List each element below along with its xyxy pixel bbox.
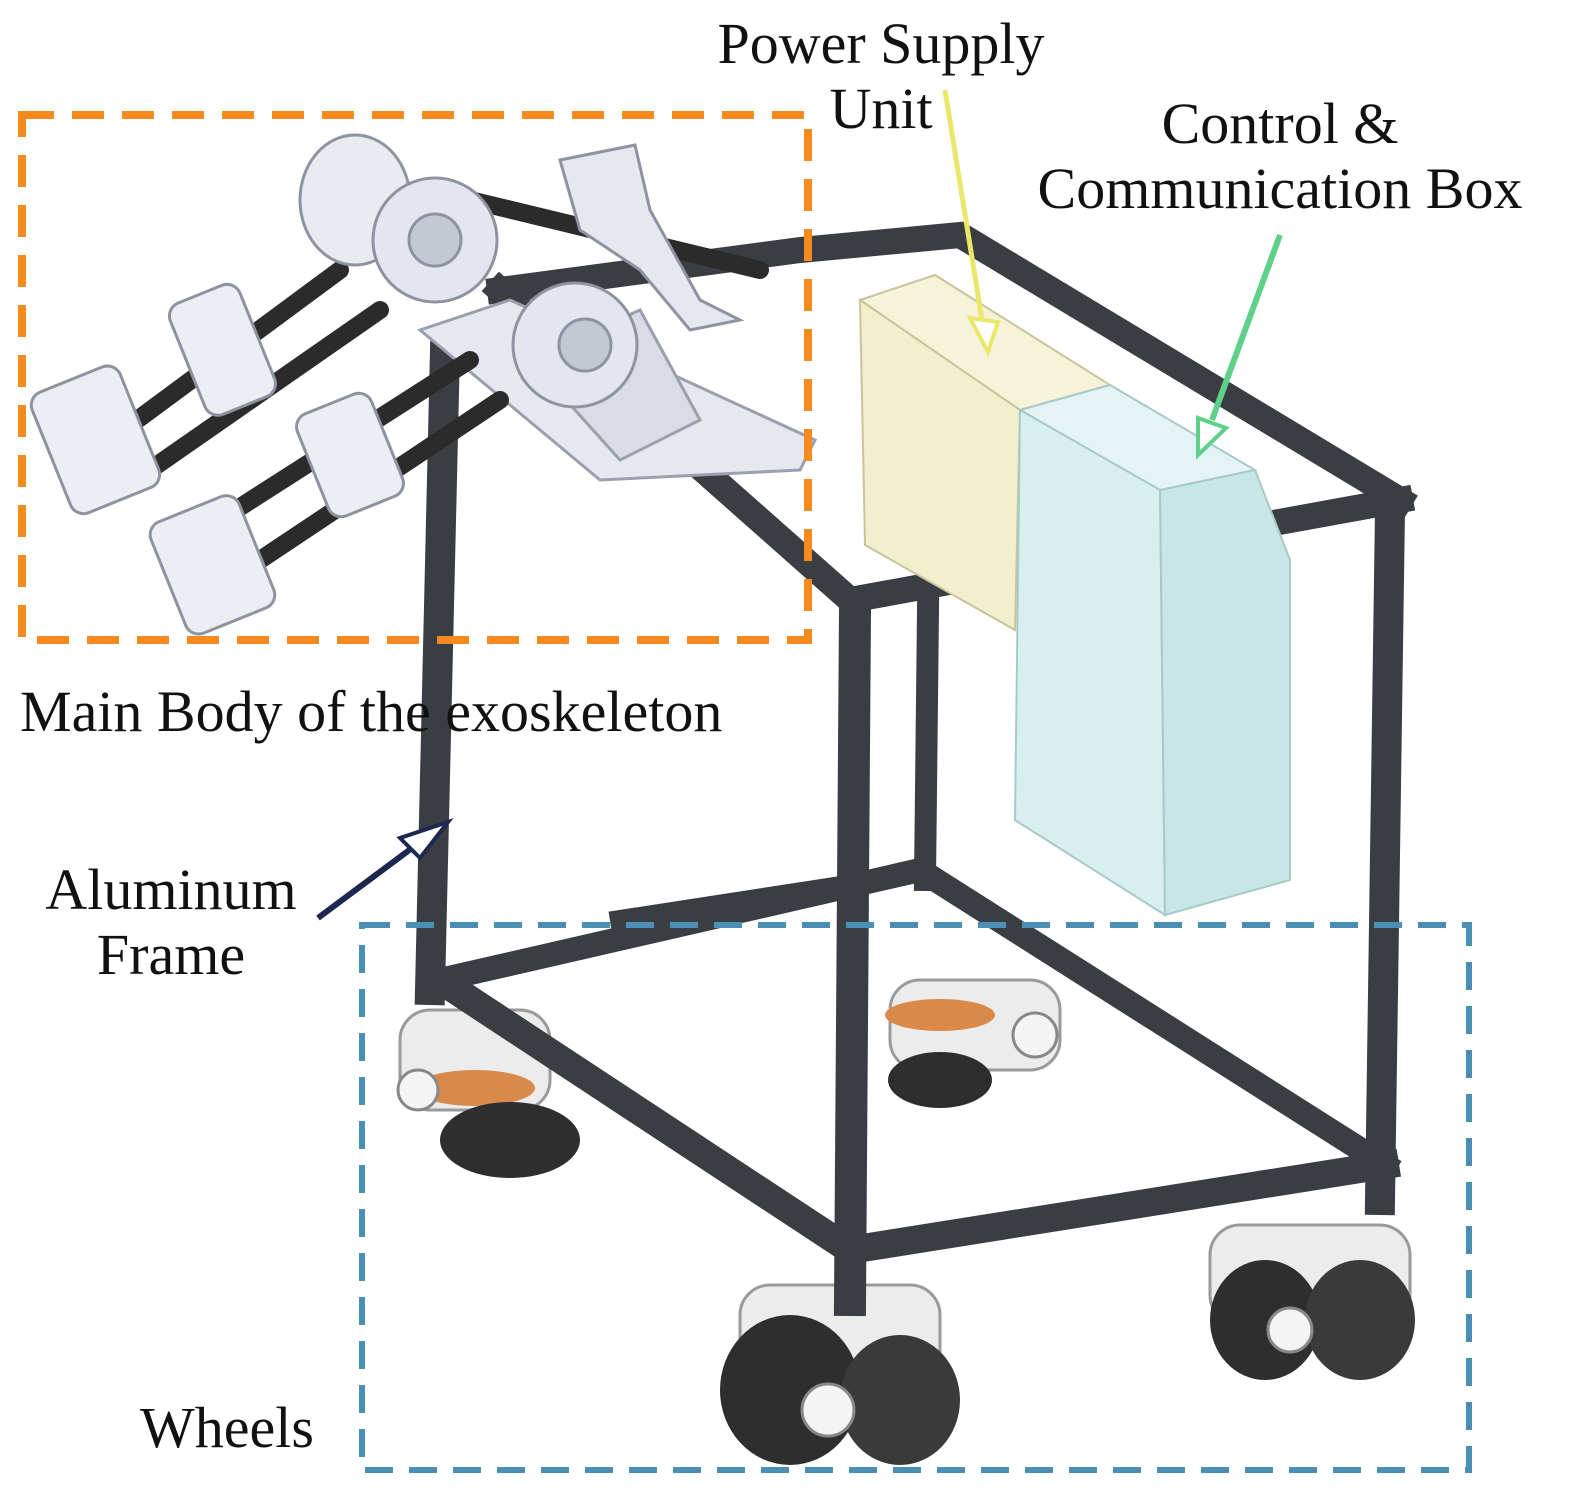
caster-front-right bbox=[720, 1283, 960, 1465]
control-box-arrow bbox=[1196, 233, 1283, 460]
caster-back-middle bbox=[885, 978, 1062, 1108]
power-supply-label-line2: Unit bbox=[829, 75, 933, 141]
caster-front-left bbox=[396, 1008, 580, 1178]
aluminum-frame-label: Aluminum Frame bbox=[26, 857, 316, 988]
aluminum-frame-label-line1: Aluminum bbox=[45, 857, 297, 922]
control-box-label-line2: Communication Box bbox=[1037, 155, 1523, 221]
main-body-label: Main Body of the exoskeleton bbox=[20, 679, 723, 745]
wheels-label: Wheels bbox=[140, 1395, 314, 1461]
aluminum-frame-label-line2: Frame bbox=[96, 921, 246, 987]
caster-wheels bbox=[396, 978, 1415, 1465]
exoskeleton-main-body bbox=[29, 133, 818, 636]
caster-back-right bbox=[1208, 1223, 1415, 1380]
control-box-label-line1: Control & bbox=[1161, 91, 1399, 156]
power-supply-arrow bbox=[942, 89, 1001, 358]
wheels-label-text: Wheels bbox=[140, 1395, 314, 1460]
control-communication-box bbox=[1013, 383, 1291, 917]
power-supply-label: Power Supply Unit bbox=[700, 11, 1062, 142]
wheels-dashed-box bbox=[359, 922, 1472, 1473]
main-body-dashed-box bbox=[18, 111, 812, 644]
main-body-label-text: Main Body of the exoskeleton bbox=[20, 679, 723, 744]
control-box-label: Control & Communication Box bbox=[1010, 91, 1550, 222]
frame-arrow bbox=[316, 818, 454, 921]
power-supply-label-line1: Power Supply bbox=[717, 11, 1045, 76]
